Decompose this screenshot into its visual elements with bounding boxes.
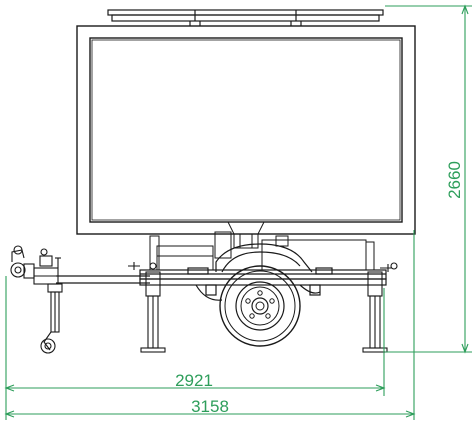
sign-board	[76, 25, 416, 235]
trailer-body	[149, 231, 375, 271]
dimension-lines	[4, 4, 472, 420]
dimension-wheelbase-label: 2921	[175, 371, 213, 390]
frame	[56, 267, 387, 301]
jockey-wheel	[40, 283, 63, 354]
wheel	[219, 265, 301, 347]
stabilizer-legs	[128, 262, 398, 353]
hitch	[10, 245, 61, 285]
dimension-overall-label: 3158	[191, 397, 229, 416]
fender	[215, 243, 313, 273]
dimension-height-label: 2660	[445, 161, 464, 199]
solar-panels	[107, 9, 384, 26]
